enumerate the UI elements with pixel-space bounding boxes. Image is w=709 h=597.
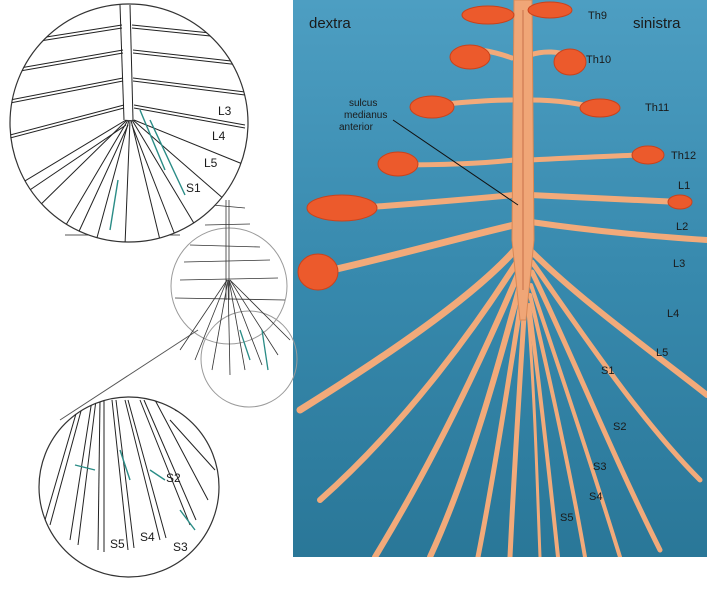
label-th12: Th12 bbox=[671, 150, 696, 162]
label-l5: L5 bbox=[656, 347, 668, 359]
annotation-line-3: anterior bbox=[339, 122, 374, 133]
bottom-label-s3: S3 bbox=[173, 540, 188, 554]
bottom-label-s5: S5 bbox=[110, 537, 125, 551]
label-dextra: dextra bbox=[309, 15, 351, 32]
photo-background bbox=[293, 0, 707, 557]
label-s4: S4 bbox=[589, 491, 602, 503]
ganglia bbox=[297, 1, 693, 291]
label-s3: S3 bbox=[593, 461, 606, 473]
top-label-l3: L3 bbox=[218, 104, 232, 118]
zoom-circle-top: L3 L4 L5 S1 bbox=[9, 3, 249, 243]
bottom-label-s2: S2 bbox=[166, 471, 181, 485]
label-th11: Th11 bbox=[645, 102, 669, 114]
label-l3: L3 bbox=[673, 258, 685, 270]
top-label-l4: L4 bbox=[212, 129, 226, 143]
bottom-label-s4: S4 bbox=[140, 530, 155, 544]
top-label-s1: S1 bbox=[186, 181, 201, 195]
label-s1: S1 bbox=[601, 365, 614, 377]
annotation-line-2: medianus bbox=[344, 110, 387, 121]
nerve-label-group: Th9 Th10 Th11 Th12 L1 L2 L3 L4 L5 S1 S2 … bbox=[560, 10, 696, 524]
dissection-photo: dextra sinistra sulcus medianus anterior… bbox=[293, 0, 707, 557]
label-th10: Th10 bbox=[586, 54, 611, 66]
annotation-line-1: sulcus bbox=[349, 98, 377, 109]
label-l4: L4 bbox=[667, 308, 679, 320]
schematic-overview bbox=[59, 200, 298, 421]
label-l2: L2 bbox=[676, 221, 688, 233]
sulcus-pointer-line bbox=[392, 119, 519, 206]
label-l1: L1 bbox=[678, 180, 690, 192]
zoom-circle-bottom: S2 S5 S4 S3 bbox=[38, 396, 220, 578]
label-th9: Th9 bbox=[588, 10, 607, 22]
label-sinistra: sinistra bbox=[633, 15, 681, 32]
top-label-l5: L5 bbox=[204, 156, 218, 170]
label-s2: S2 bbox=[613, 421, 626, 433]
overview-circle-bottom bbox=[200, 310, 298, 408]
label-s5: S5 bbox=[560, 512, 573, 524]
